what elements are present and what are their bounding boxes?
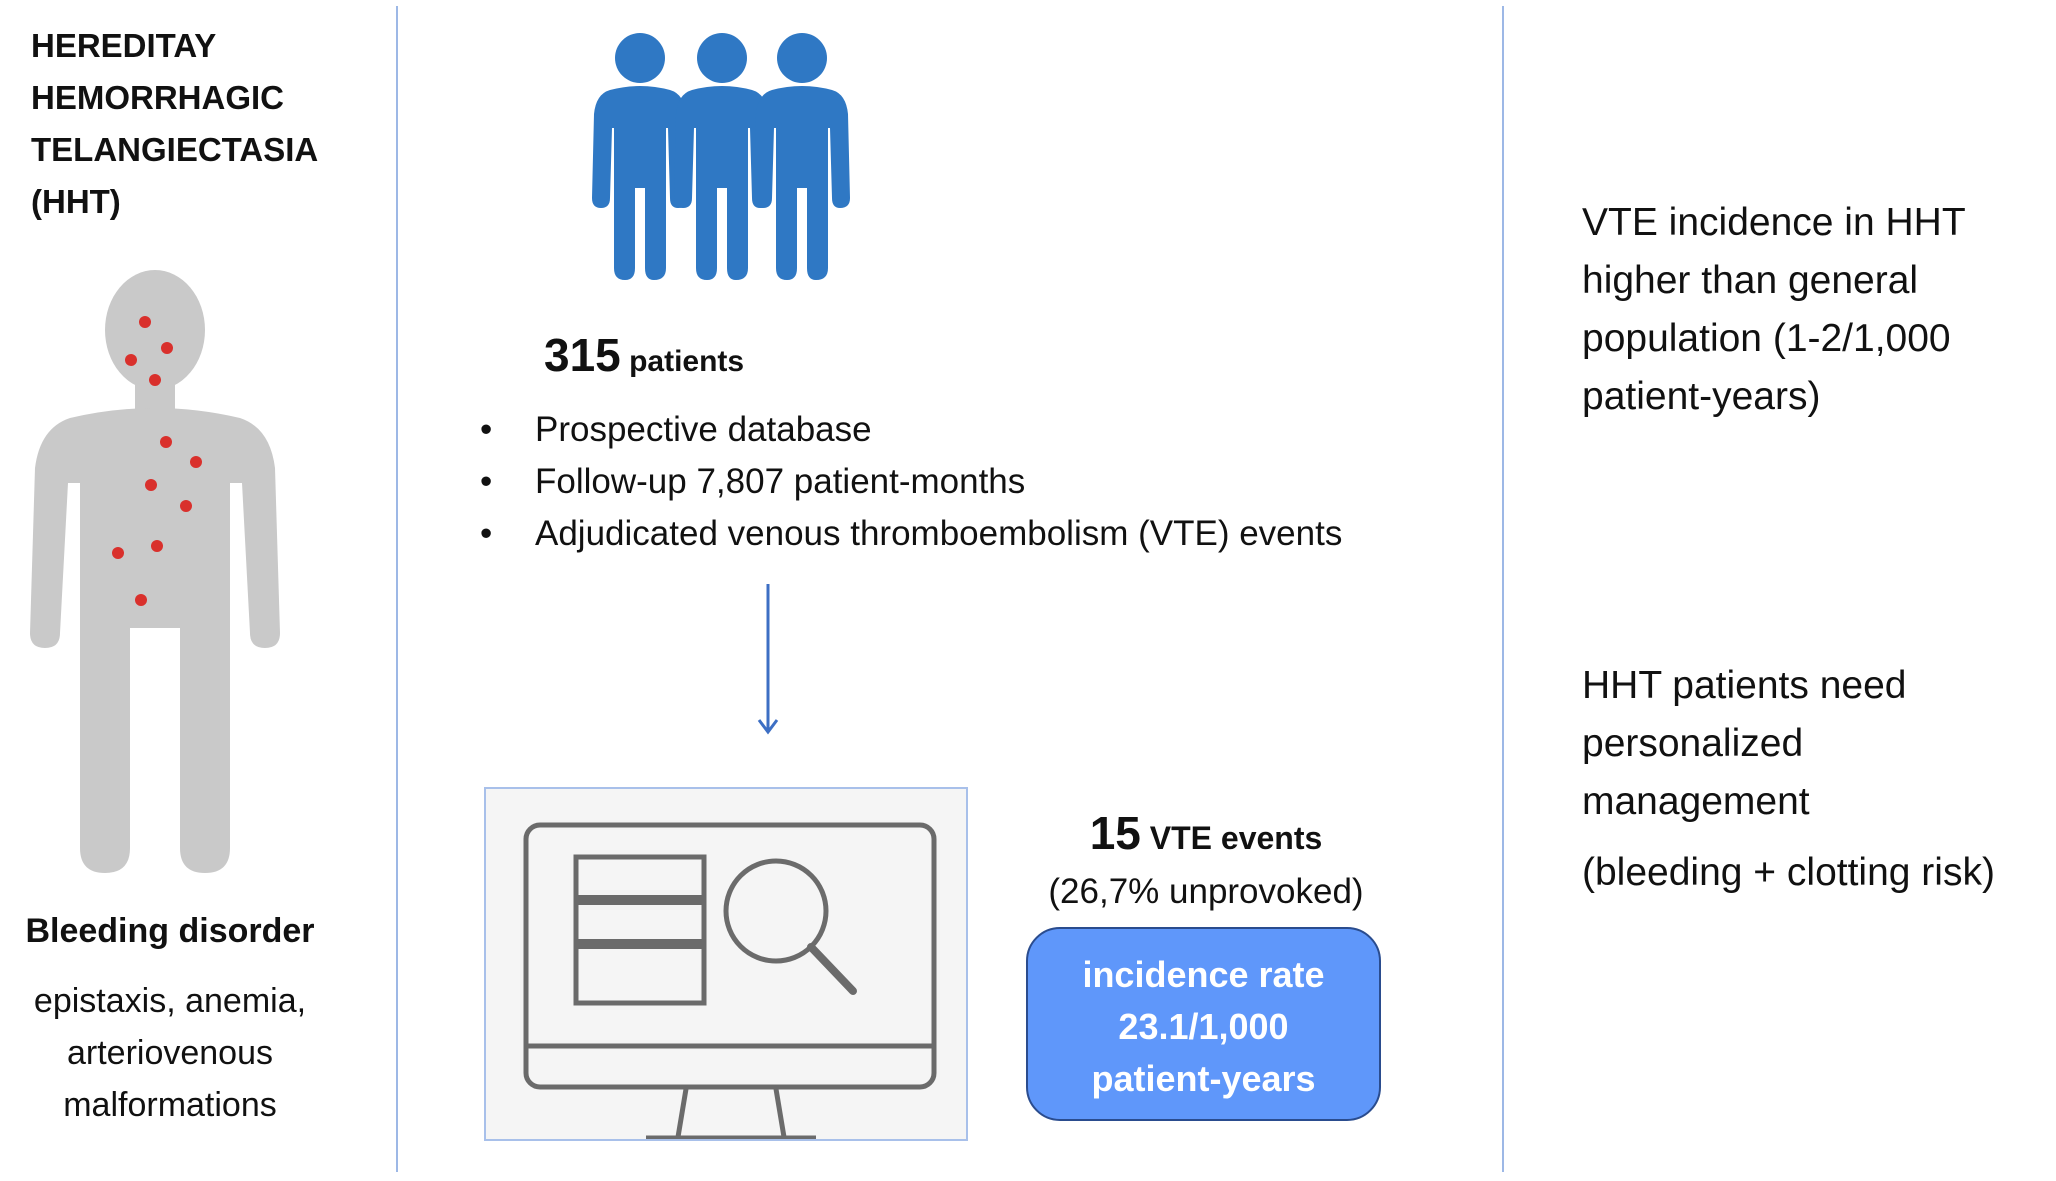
monitor-search-icon xyxy=(523,822,937,1141)
conclusion-risk: (bleeding + clotting risk) xyxy=(1582,851,1995,894)
bullet-icon: • xyxy=(480,514,493,553)
list-item: • Follow-up 7,807 patient-months xyxy=(480,460,1342,512)
bullet-text: Adjudicated venous thromboembolism (VTE)… xyxy=(535,514,1343,553)
hht-title: HEREDITAY HEMORRHAGIC TELANGIECTASIA (HH… xyxy=(31,27,319,220)
telangiectasia-dots xyxy=(112,316,202,606)
conclusion-line: personalized xyxy=(1582,722,1804,765)
patients-number: 315 xyxy=(544,329,621,381)
unprovoked-percentage: (26,7% unprovoked) xyxy=(1048,872,1364,911)
patients-count: 315 patients xyxy=(544,328,744,382)
incidence-rate-box: incidence rate 23.1/1,000 patient-years xyxy=(1026,927,1381,1121)
bullet-icon: • xyxy=(480,410,493,449)
people-group-icon xyxy=(592,33,850,280)
conclusion-line: patient-years) xyxy=(1582,375,1821,418)
conclusion-line: population (1-2/1,000 xyxy=(1582,317,1951,360)
conclusion-management: HHT patients need personalized managemen… xyxy=(1582,657,1906,831)
human-body-icon xyxy=(30,270,280,873)
down-arrow-icon xyxy=(757,584,779,735)
bullet-icon: • xyxy=(480,462,493,501)
conclusion-line: higher than general xyxy=(1582,259,1919,302)
bleeding-detail: malformations xyxy=(63,1086,277,1124)
events-number: 15 xyxy=(1089,807,1141,859)
conclusion-incidence: VTE incidence in HHT higher than general… xyxy=(1582,194,1966,426)
patients-label: patients xyxy=(620,345,745,378)
vte-events-count: 15 VTE events xyxy=(1026,806,1386,860)
study-details-list: • Prospective database • Follow-up 7,807 p… xyxy=(480,408,1342,564)
bullet-text: Prospective database xyxy=(535,410,872,449)
list-item: • Prospective database xyxy=(480,408,1342,460)
events-label: VTE events xyxy=(1140,820,1323,856)
conclusion-line: HHT patients need xyxy=(1582,664,1907,707)
conclusion-line: management xyxy=(1582,780,1810,823)
divider-left xyxy=(396,6,398,1172)
database-search-panel xyxy=(484,787,968,1141)
rate-line: 23.1/1,000 xyxy=(1118,1006,1289,1047)
rate-line: patient-years xyxy=(1091,1058,1316,1099)
bleeding-disorder-heading: Bleeding disorder xyxy=(25,912,315,950)
rate-line: incidence rate xyxy=(1082,954,1325,995)
conclusion-line: VTE incidence in HHT xyxy=(1582,201,1966,244)
divider-right xyxy=(1502,6,1504,1172)
bullet-text: Follow-up 7,807 patient-months xyxy=(535,462,1026,501)
bleeding-detail: arteriovenous xyxy=(66,1034,273,1072)
list-item: • Adjudicated venous thromboembolism (VTE… xyxy=(480,512,1342,564)
bleeding-detail: epistaxis, anemia, xyxy=(33,982,307,1020)
